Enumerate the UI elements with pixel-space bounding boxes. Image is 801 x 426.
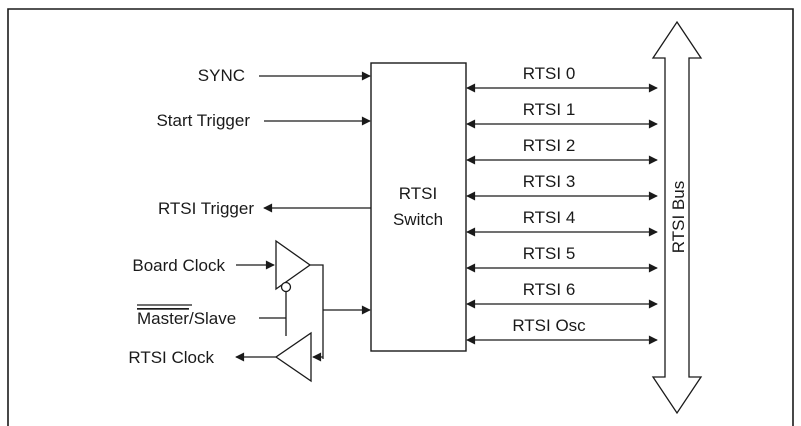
rtsi-trigger-label: RTSI Trigger <box>158 199 254 218</box>
switch-label-line2: Switch <box>393 210 443 229</box>
enable-bubble <box>280 281 292 293</box>
rtsi-line-3-label: RTSI 3 <box>523 172 576 191</box>
master-label: Master/Slave <box>137 309 236 328</box>
rtsi-lines: RTSI 0 RTSI 1 RTSI 2 RTSI 3 RTSI 4 RTSI … <box>466 64 658 345</box>
rtsi-line-2-label: RTSI 2 <box>523 136 576 155</box>
start-trigger-label: Start Trigger <box>156 111 250 130</box>
slave-text: /Slave <box>189 309 236 328</box>
rtsi-bus-label: RTSI Bus <box>669 181 688 253</box>
rtsi-clock-buffer <box>274 331 312 383</box>
rtsi-clock-label: RTSI Clock <box>128 348 214 367</box>
rtsi-bus-arrow <box>651 20 703 415</box>
board-clock-label: Board Clock <box>132 256 225 275</box>
rtsi-line-0-label: RTSI 0 <box>523 64 576 83</box>
rtsi-osc-label: RTSI Osc <box>512 316 586 335</box>
rtsi-line-1-label: RTSI 1 <box>523 100 576 119</box>
figure-frame <box>7 8 794 426</box>
rtsi-line-6-label: RTSI 6 <box>523 280 576 299</box>
buffer-output-wire <box>310 264 324 359</box>
switch-label-line1: RTSI <box>399 184 437 203</box>
rtsi-line-5-label: RTSI 5 <box>523 244 576 263</box>
rtsi-line-4-label: RTSI 4 <box>523 208 576 227</box>
sync-label: SYNC <box>198 66 245 85</box>
rtsi-switch-box <box>370 62 467 352</box>
master-text: Master <box>137 309 189 328</box>
board-clock-buffer <box>275 239 312 291</box>
